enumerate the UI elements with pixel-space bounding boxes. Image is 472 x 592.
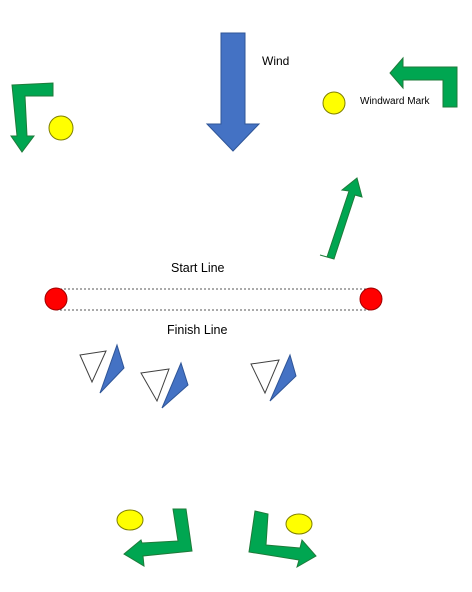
wind-arrow-icon <box>205 32 261 152</box>
course-arrow-bottom-left-icon <box>123 508 193 567</box>
offset-mark-top-left-icon <box>48 115 74 141</box>
course-arrow-bottom-right-icon <box>248 510 317 569</box>
committee-boat-mark-icon <box>359 287 383 311</box>
pin-end-mark-icon <box>44 287 68 311</box>
boat-2-icon <box>140 361 189 409</box>
gate-mark-right-icon <box>285 513 313 535</box>
windward-mark-icon <box>322 91 346 115</box>
course-arrow-top-left-icon <box>10 82 54 153</box>
windward-mark-label: Windward Mark <box>360 96 430 107</box>
boat-1-icon <box>79 343 125 394</box>
course-arrow-diagonal-icon <box>319 177 363 260</box>
course-arrow-top-right-icon <box>389 56 458 108</box>
gate-mark-left-icon <box>116 509 144 531</box>
wind-label: Wind <box>262 54 289 68</box>
finish-line-label: Finish Line <box>167 323 227 337</box>
boat-3-icon <box>250 353 297 402</box>
start-line-label: Start Line <box>171 261 225 275</box>
